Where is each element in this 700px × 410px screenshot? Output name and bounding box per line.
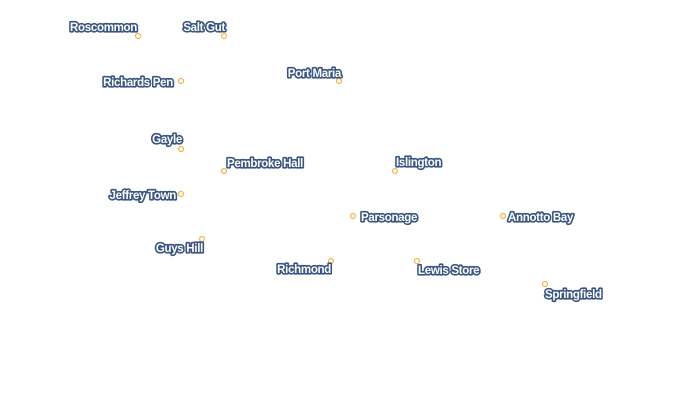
place-label: Islington xyxy=(396,157,441,169)
place-label: Jeffrey Town xyxy=(110,190,177,202)
place-gayle[interactable]: Gayle xyxy=(151,132,185,153)
place-marker-icon[interactable] xyxy=(177,145,185,153)
place-guys-hill[interactable]: Guys Hill xyxy=(154,235,206,257)
place-jeffrey-town[interactable]: Jeffrey Town xyxy=(108,188,185,204)
place-marker-icon[interactable] xyxy=(220,167,228,175)
place-parsonage[interactable]: Parsonage xyxy=(349,210,419,226)
place-marker-icon[interactable] xyxy=(349,212,357,220)
place-marker-icon[interactable] xyxy=(499,212,507,220)
place-roscommon[interactable]: Roscommon xyxy=(68,20,142,40)
place-label: Parsonage xyxy=(361,212,417,224)
place-marker-icon[interactable] xyxy=(541,280,549,288)
place-label: Pembroke Hall xyxy=(227,158,303,170)
place-label: Gayle xyxy=(152,134,182,146)
place-port-maria[interactable]: Port Maria xyxy=(286,66,344,85)
place-marker-icon[interactable] xyxy=(134,32,142,40)
place-marker-icon[interactable] xyxy=(177,190,185,198)
place-label: Port Maria xyxy=(288,68,342,80)
place-marker-icon[interactable] xyxy=(413,257,421,265)
place-marker-icon[interactable] xyxy=(220,32,228,40)
place-label: Salt Gut xyxy=(183,22,225,34)
place-salt-gut[interactable]: Salt Gut xyxy=(182,20,228,40)
place-islington[interactable]: Islington xyxy=(391,155,443,175)
place-marker-icon[interactable] xyxy=(327,257,335,265)
place-annotto-bay[interactable]: Annotto Bay xyxy=(499,210,576,226)
place-label: Richmond xyxy=(277,264,331,276)
place-marker-icon[interactable] xyxy=(335,77,343,85)
place-label: Springfield xyxy=(545,289,602,301)
place-richmond[interactable]: Richmond xyxy=(276,257,335,278)
place-pembroke-hall[interactable]: Pembroke Hall xyxy=(220,156,305,175)
place-label: Lewis Store xyxy=(418,265,479,277)
place-label: Roscommon xyxy=(70,22,137,34)
place-marker-icon[interactable] xyxy=(391,167,399,175)
place-label: Annotto Bay xyxy=(508,212,574,224)
place-lewis-store[interactable]: Lewis Store xyxy=(413,257,481,279)
place-label: Richards Pen xyxy=(103,77,173,89)
place-label: Guys Hill xyxy=(156,243,203,255)
place-marker-icon[interactable] xyxy=(198,235,206,243)
place-marker-icon[interactable] xyxy=(177,77,185,85)
place-richards-pen[interactable]: Richards Pen xyxy=(101,75,185,91)
place-springfield[interactable]: Springfield xyxy=(541,280,604,303)
